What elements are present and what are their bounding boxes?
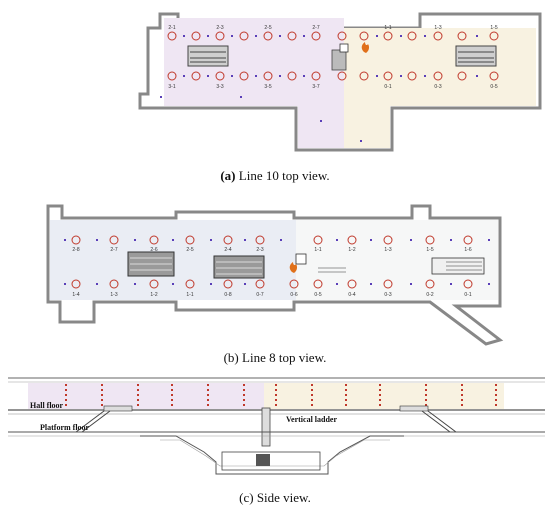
side-escalator-right — [399, 405, 457, 433]
caption-c-letter: (c) — [239, 490, 254, 505]
line10-zone-cream-stem — [344, 100, 390, 148]
caption-a: (a) Line 10 top view. — [0, 168, 550, 184]
line8-top-view: 2-8 2-7 2-6 2-5 2-4 2-3 1-1 1-2 1-3 1-5 … — [46, 204, 504, 346]
side-vertical-ladder — [261, 407, 271, 447]
line8-label-top: 2-4 — [224, 247, 231, 253]
line10-ladder-box — [331, 49, 347, 71]
side-zone-purple — [28, 383, 264, 409]
line8-label-bottom: 0-2 — [426, 292, 433, 298]
line10-zone-cream — [344, 28, 536, 106]
line8-label-bottom: 1-4 — [72, 292, 79, 298]
line8-label-top: 2-3 — [256, 247, 263, 253]
line10-detectors — [167, 31, 499, 81]
line10-label-bottom: 3-1 — [168, 84, 175, 90]
line8-labels: 2-8 2-7 2-6 2-5 2-4 2-3 1-1 1-2 1-3 1-5 … — [72, 247, 471, 298]
line10-labels: 2-1 2-3 2-5 2-7 1-1 1-3 1-5 3-1 3-3 3-5 … — [168, 25, 497, 90]
line8-label-top: 2-8 — [72, 247, 79, 253]
line8-label-bottom: 1-1 — [186, 292, 193, 298]
line8-label-bottom: 0-7 — [256, 292, 263, 298]
caption-b-letter: (b) — [223, 350, 239, 365]
line8-label-top: 2-5 — [186, 247, 193, 253]
line8-label-bottom: 0-5 — [314, 292, 321, 298]
line8-stairs-mid — [318, 267, 346, 273]
side-escalator-left — [75, 405, 133, 433]
line10-escalator-left — [187, 45, 229, 67]
caption-c: (c) Side view. — [0, 490, 550, 506]
line10-label-top: 1-5 — [490, 25, 497, 31]
side-lower-tunnel — [140, 435, 404, 475]
line8-label-top: 2-6 — [150, 247, 157, 253]
line8-escalator-2 — [213, 255, 265, 279]
line10-label-top: 2-7 — [312, 25, 319, 31]
line8-label-top: 2-7 — [110, 247, 117, 253]
line10-label-bottom: 3-7 — [312, 84, 319, 90]
side-detector-columns — [65, 384, 497, 408]
line8-stairs-right — [431, 257, 485, 275]
line8-detectors — [71, 235, 473, 289]
line8-ladder-box — [295, 253, 307, 265]
line8-label-bottom: 1-3 — [110, 292, 117, 298]
line8-label-top: 1-3 — [384, 247, 391, 253]
line8-label-bottom: 0-6 — [290, 292, 297, 298]
line10-label-bottom: 3-3 — [216, 84, 223, 90]
line8-fire-icon — [289, 262, 298, 273]
line8-label-bottom: 0-3 — [384, 292, 391, 298]
line8-label-top: 1-2 — [348, 247, 355, 253]
caption-b-text: Line 8 top view. — [242, 350, 327, 365]
line10-markers — [160, 35, 478, 142]
line8-label-top: 1-6 — [464, 247, 471, 253]
line10-fire-icon — [361, 42, 370, 53]
side-lower-tunnel-inner — [160, 439, 390, 467]
line10-escalator-right — [455, 45, 497, 67]
line8-label-top: 1-5 — [426, 247, 433, 253]
caption-a-letter: (a) — [220, 168, 236, 183]
side-zone-cream — [264, 383, 504, 409]
line8-wall-outline — [46, 204, 504, 346]
line10-label-bottom: 0-5 — [490, 84, 497, 90]
line10-label-bottom: 3-5 — [264, 84, 271, 90]
line10-label-top: 2-1 — [168, 25, 175, 31]
line10-label-top: 1-1 — [384, 25, 391, 31]
caption-c-text: Side view. — [256, 490, 311, 505]
line8-label-top: 1-1 — [314, 247, 321, 253]
line8-label-bottom: 0-4 — [348, 292, 355, 298]
line10-ladder-box-x — [339, 43, 349, 53]
hall-floor-label: Hall floor — [30, 401, 64, 410]
line8-markers — [64, 239, 490, 285]
caption-a-text: Line 10 top view. — [238, 168, 330, 183]
platform-floor-label: Platform floor — [40, 423, 90, 432]
line10-label-bottom: 0-1 — [384, 84, 391, 90]
line10-zone-purple-stem — [298, 100, 344, 148]
side-lower-stairs — [256, 454, 270, 466]
line10-top-view: 2-1 2-3 2-5 2-7 1-1 1-3 1-5 3-1 3-3 3-5 … — [138, 12, 542, 152]
line8-label-bottom: 0-1 — [464, 292, 471, 298]
vertical-ladder-label: Vertical ladder — [286, 415, 337, 424]
line10-label-top: 1-3 — [434, 25, 441, 31]
side-lower-box — [221, 451, 321, 471]
line10-label-top: 2-5 — [264, 25, 271, 31]
side-view: Hall floor Platform floor Vertical ladde… — [8, 377, 545, 475]
line10-label-bottom: 0-3 — [434, 84, 441, 90]
line8-label-bottom: 0-8 — [224, 292, 231, 298]
line8-escalator-1 — [127, 251, 175, 277]
line8-label-bottom: 1-2 — [150, 292, 157, 298]
line10-label-top: 2-3 — [216, 25, 223, 31]
caption-b: (b) Line 8 top view. — [0, 350, 550, 366]
